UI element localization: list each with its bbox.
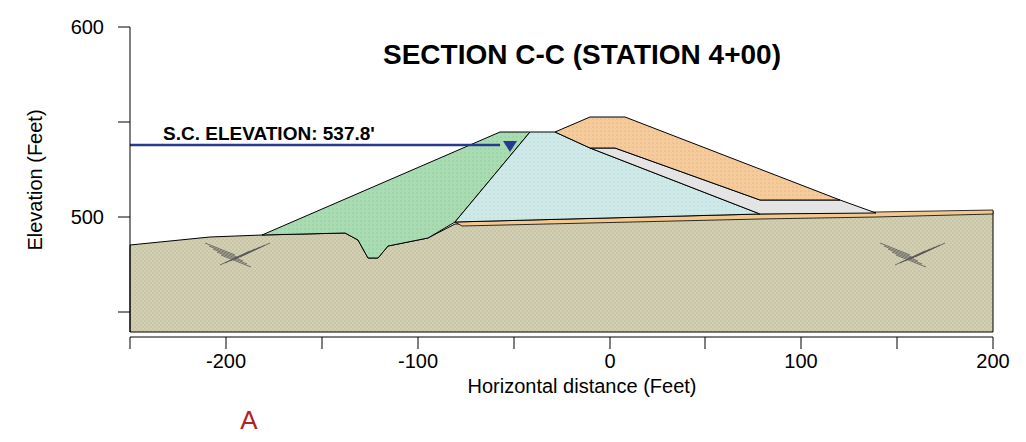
rock-hatch [205,243,945,267]
axes [118,27,993,349]
tick-label: 500 [71,207,104,227]
water-marker [503,141,517,152]
axis-title: Horizontal distance (Feet) [468,376,697,396]
tick-label: -100 [398,351,438,371]
axis-title: Elevation (Feet) [25,109,45,250]
tick-label: 600 [71,17,104,37]
tick-label: 100 [784,351,817,371]
downstream-shell [555,117,840,200]
foundation [130,211,993,332]
water-line [130,144,500,147]
tick-label: -200 [206,351,246,371]
tick-label: 0 [604,351,615,371]
chart-title: SECTION C-C (STATION 4+00) [383,41,781,69]
section-marker: A [240,407,257,433]
water-elevation: S.C. ELEVATION: 537.8' [163,124,375,143]
tick-label: 200 [976,351,1009,371]
